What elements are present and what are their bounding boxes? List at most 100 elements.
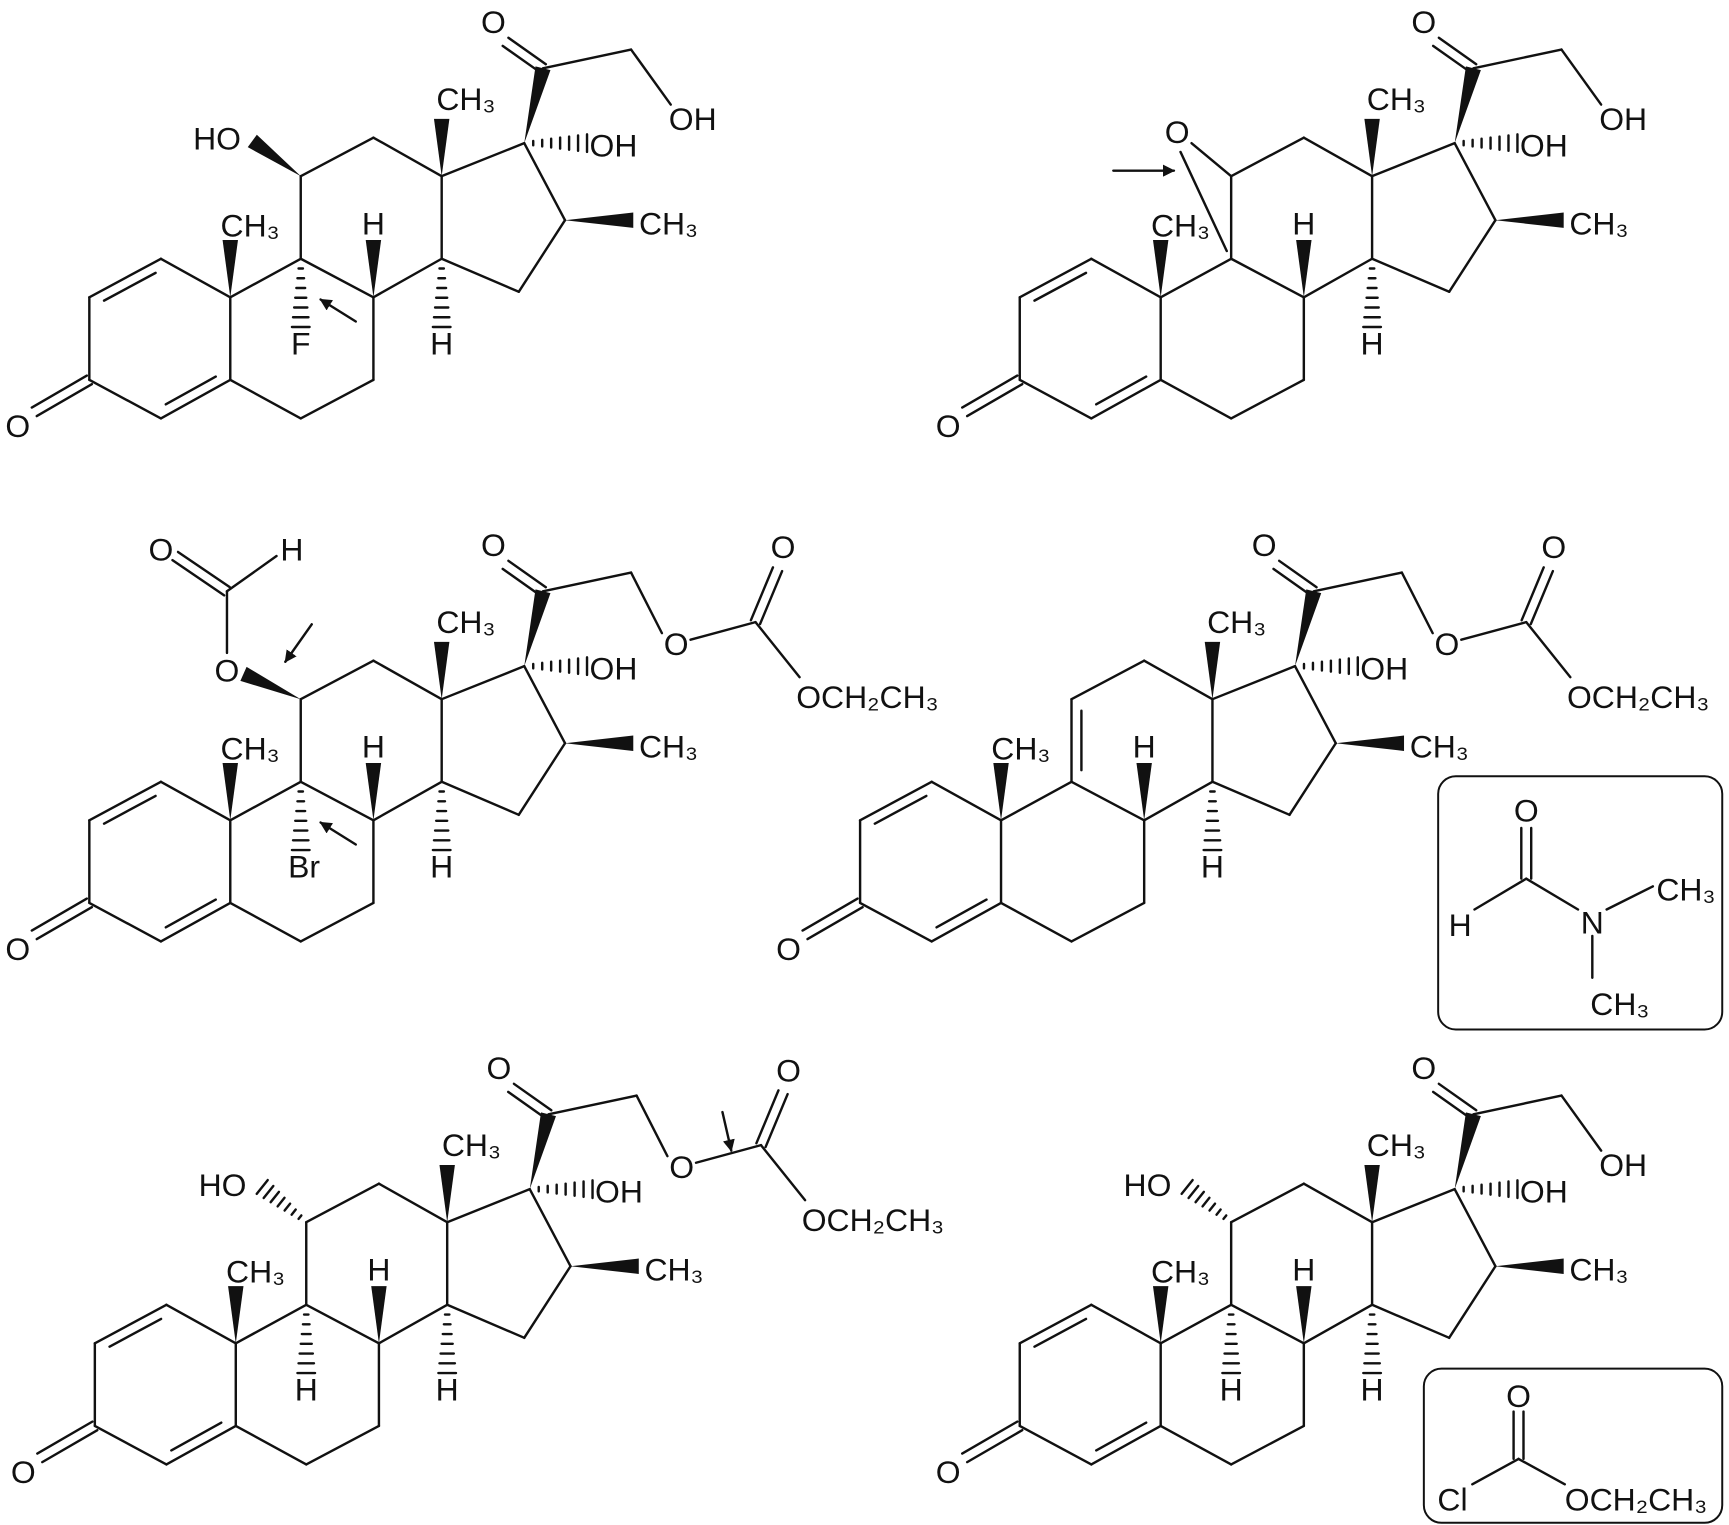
double-bond-C4-C5 bbox=[159, 901, 232, 943]
hash-C9-H bbox=[296, 1313, 317, 1375]
hash-C14-H bbox=[431, 267, 452, 329]
atom-label-ch3-19: CH₃ bbox=[1151, 1254, 1210, 1290]
double-bond-C1-C2 bbox=[88, 780, 163, 822]
wedge-C19-methyl bbox=[222, 763, 238, 821]
atom-label-oh17: OH bbox=[1360, 650, 1408, 686]
bond-C5-C6 bbox=[229, 378, 302, 420]
wedge-C8-H bbox=[1136, 763, 1152, 821]
hash-C11-OH bbox=[255, 1178, 303, 1221]
highlight-arrow-icon bbox=[284, 623, 313, 663]
bond-C8-C9 bbox=[1070, 780, 1146, 822]
atom-label-o20: O bbox=[481, 4, 506, 40]
bond-C21-O bbox=[1400, 571, 1434, 635]
bond-C11-C12 bbox=[1229, 1182, 1306, 1224]
hash-line bbox=[262, 1184, 275, 1200]
wedge-C18-methyl bbox=[1204, 641, 1221, 700]
bond-C20-C21 bbox=[547, 1094, 638, 1116]
atom-label-ch3-16: CH₃ bbox=[1569, 206, 1628, 242]
bond-C16-C15 bbox=[517, 219, 567, 293]
carbonyl-carbonate bbox=[764, 1092, 789, 1149]
double-bond-C1-C2 bbox=[858, 780, 933, 822]
epoxide-bond-O-C11 bbox=[1190, 141, 1233, 178]
atom-label-h9: H bbox=[1220, 1372, 1243, 1408]
carbonyl-C20 bbox=[501, 567, 542, 597]
atom-label-h14: H bbox=[430, 326, 453, 362]
bond-C15-C14 bbox=[445, 1303, 526, 1340]
atom-label-h8: H bbox=[362, 729, 385, 765]
wedge-C16-methyl bbox=[1495, 212, 1564, 228]
carbonyl-C3 bbox=[801, 897, 859, 932]
atom-label-ch3-19: CH₃ bbox=[226, 1254, 285, 1290]
carbonyl-C3 bbox=[30, 897, 89, 932]
bond-C14-C8 bbox=[372, 257, 443, 299]
wedge-C17-C20 bbox=[1454, 66, 1481, 144]
bond-C17-C16 bbox=[1453, 141, 1497, 222]
bond-C6-C7 bbox=[1229, 1424, 1306, 1466]
hash-line bbox=[290, 1208, 297, 1216]
bond-C9-C10 bbox=[999, 780, 1073, 822]
bond-C11-C12 bbox=[1229, 136, 1306, 178]
double-bond-C1-C2 bbox=[93, 1303, 168, 1345]
double-bond-C4-C5-inner bbox=[1095, 1421, 1148, 1452]
bond-C-H bbox=[1473, 877, 1528, 911]
bond-C12-C13 bbox=[1302, 1182, 1374, 1224]
wedge-C16-methyl bbox=[570, 1258, 639, 1274]
bond-C8-C9 bbox=[299, 257, 375, 299]
bond-C5-C6 bbox=[1159, 1424, 1233, 1466]
atom-label-oh17: OH bbox=[590, 650, 638, 686]
bond-C3-C4 bbox=[88, 901, 163, 943]
bond-C14-C8 bbox=[377, 1303, 449, 1345]
hash-line bbox=[1194, 1190, 1206, 1204]
atom-label-h8: H bbox=[367, 1252, 390, 1288]
bond-C12-C13 bbox=[372, 659, 443, 701]
atom-label-h-cho: H bbox=[280, 531, 303, 567]
atom-label-ho11: HO bbox=[1124, 1167, 1172, 1203]
bond-C17-C16 bbox=[523, 141, 567, 222]
hash-C17-OH bbox=[1302, 656, 1359, 677]
wedge-C8-H bbox=[371, 1286, 387, 1344]
atom-label-o-carb: O bbox=[771, 529, 796, 565]
double-bond-C1-C2-inner bbox=[873, 794, 928, 825]
carbonyl-C20 bbox=[1272, 567, 1313, 597]
atom-label-oh17: OH bbox=[1520, 1173, 1568, 1209]
carbonyl-C3 bbox=[965, 382, 1024, 418]
bond-C9-C10 bbox=[234, 1303, 308, 1345]
hash-C11-OH bbox=[1180, 1178, 1228, 1221]
wedge-C8-H bbox=[1296, 240, 1312, 298]
atom-label-o: O bbox=[1514, 792, 1539, 828]
hash-C14-H bbox=[437, 1313, 458, 1375]
atom-label-h9: H bbox=[295, 1372, 318, 1408]
atom-label-o3: O bbox=[776, 931, 801, 967]
bond-C20-C21 bbox=[541, 48, 633, 70]
atom-label-o11: O bbox=[215, 653, 240, 689]
bond-C9-C10 bbox=[229, 780, 302, 822]
carbonyl-C20 bbox=[506, 1090, 547, 1120]
carbonyl-C3 bbox=[965, 1428, 1024, 1464]
hash-C17-OH bbox=[532, 656, 589, 677]
atom-label-oh21: OH bbox=[1599, 1147, 1647, 1183]
carbonyl-C20 bbox=[512, 1082, 553, 1112]
bond-C15-C14 bbox=[1370, 257, 1451, 293]
atom-label-ch3-16: CH₃ bbox=[1569, 1252, 1628, 1288]
bond-C12-C13 bbox=[1302, 136, 1374, 178]
carbonyl-C3 bbox=[30, 374, 89, 409]
bond-C9-C10 bbox=[1159, 1303, 1233, 1345]
atom-label-ch3-16: CH₃ bbox=[644, 1252, 703, 1288]
carbonyl-C3 bbox=[35, 382, 94, 418]
bond-C6-C7 bbox=[299, 378, 375, 420]
double-bond-C1-C2-inner bbox=[1033, 271, 1088, 302]
atom-label-ch3-16: CH₃ bbox=[1410, 729, 1469, 765]
double-bond-C1-C2-inner bbox=[1033, 1317, 1088, 1348]
atom-label-h14: H bbox=[436, 1372, 459, 1408]
double-bond-C4-C5 bbox=[1090, 1424, 1162, 1466]
carbonyl-C3 bbox=[961, 1420, 1019, 1455]
wedge-C16-methyl bbox=[1335, 735, 1405, 751]
bond-C9-C10 bbox=[1159, 257, 1233, 299]
bond-O-carbonate bbox=[694, 1143, 763, 1164]
carbonyl-C20 bbox=[501, 44, 542, 74]
carbonyl-C20 bbox=[1437, 1082, 1478, 1112]
bond-C17-C16 bbox=[528, 1187, 572, 1268]
bond-C14-C8 bbox=[1142, 780, 1214, 822]
